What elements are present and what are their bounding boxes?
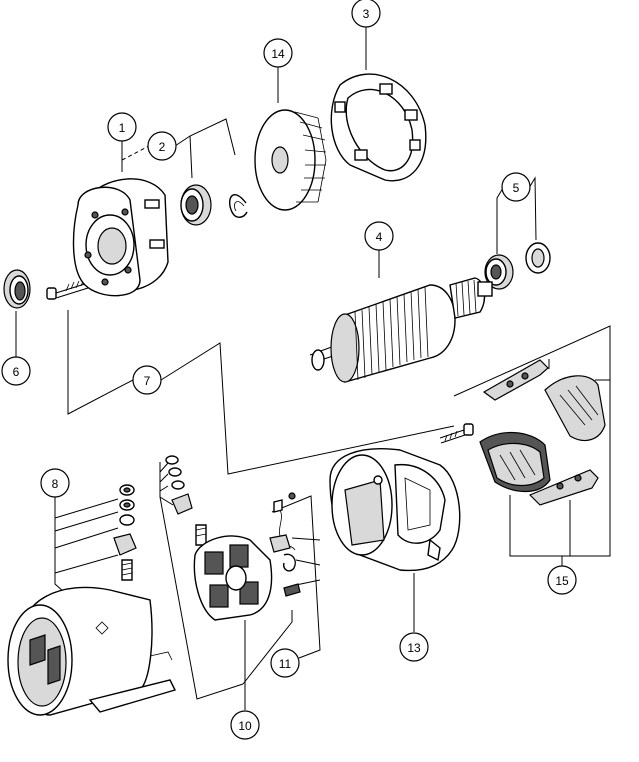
part-5-bearing <box>484 254 514 290</box>
part-7-long-bolt <box>46 278 89 300</box>
callout-2: 2 <box>147 131 177 161</box>
svg-text:4: 4 <box>376 230 383 244</box>
part-15-clip-bottom <box>528 469 599 506</box>
callout-5: 5 <box>501 172 531 202</box>
callout-11: 11 <box>270 648 300 678</box>
callout-7: 7 <box>132 365 162 395</box>
svg-text:5: 5 <box>513 181 520 195</box>
leader-lines <box>15 27 611 710</box>
part-1-drive-end-housing <box>72 178 169 297</box>
svg-text:8: 8 <box>52 477 59 491</box>
part-3-ring-cover <box>330 73 427 182</box>
svg-text:11: 11 <box>279 657 292 671</box>
part-11-brushes <box>269 492 301 597</box>
svg-text:15: 15 <box>555 574 569 588</box>
svg-text:14: 14 <box>271 47 285 61</box>
callout-3: 3 <box>351 0 381 28</box>
callout-6: 6 <box>1 356 31 386</box>
callout-10: 10 <box>230 710 260 740</box>
part-15-shoe-right <box>544 375 606 442</box>
callout-4: 4 <box>364 221 394 251</box>
svg-text:2: 2 <box>159 140 166 154</box>
part-8-yoke <box>7 586 177 716</box>
part-2-circlip <box>228 194 248 218</box>
part-7-short-bolt <box>439 423 474 444</box>
part-15-shoe-left <box>479 431 551 493</box>
svg-text:6: 6 <box>13 365 20 379</box>
part-6-seal-ring <box>3 269 31 309</box>
svg-text:10: 10 <box>238 719 252 733</box>
callout-15: 15 <box>547 565 577 595</box>
callout-8: 8 <box>40 468 70 498</box>
part-8-small-parts <box>113 484 137 581</box>
part-15-clip-top <box>482 359 549 401</box>
part-5-washer <box>525 242 551 274</box>
callout-1: 1 <box>107 112 137 142</box>
part-4-armature <box>309 277 493 383</box>
svg-text:7: 7 <box>144 374 151 388</box>
part-13-stator-housing <box>329 448 461 572</box>
svg-text:13: 13 <box>407 641 421 655</box>
callout-14: 14 <box>263 38 293 68</box>
part-10-brush-plate <box>193 535 273 621</box>
svg-text:1: 1 <box>119 121 126 135</box>
part-14-fan <box>254 109 327 211</box>
callout-13: 13 <box>399 632 429 662</box>
part-2-bearing <box>180 184 212 226</box>
svg-text:3: 3 <box>363 7 370 21</box>
part-10-small-parts <box>165 455 207 546</box>
